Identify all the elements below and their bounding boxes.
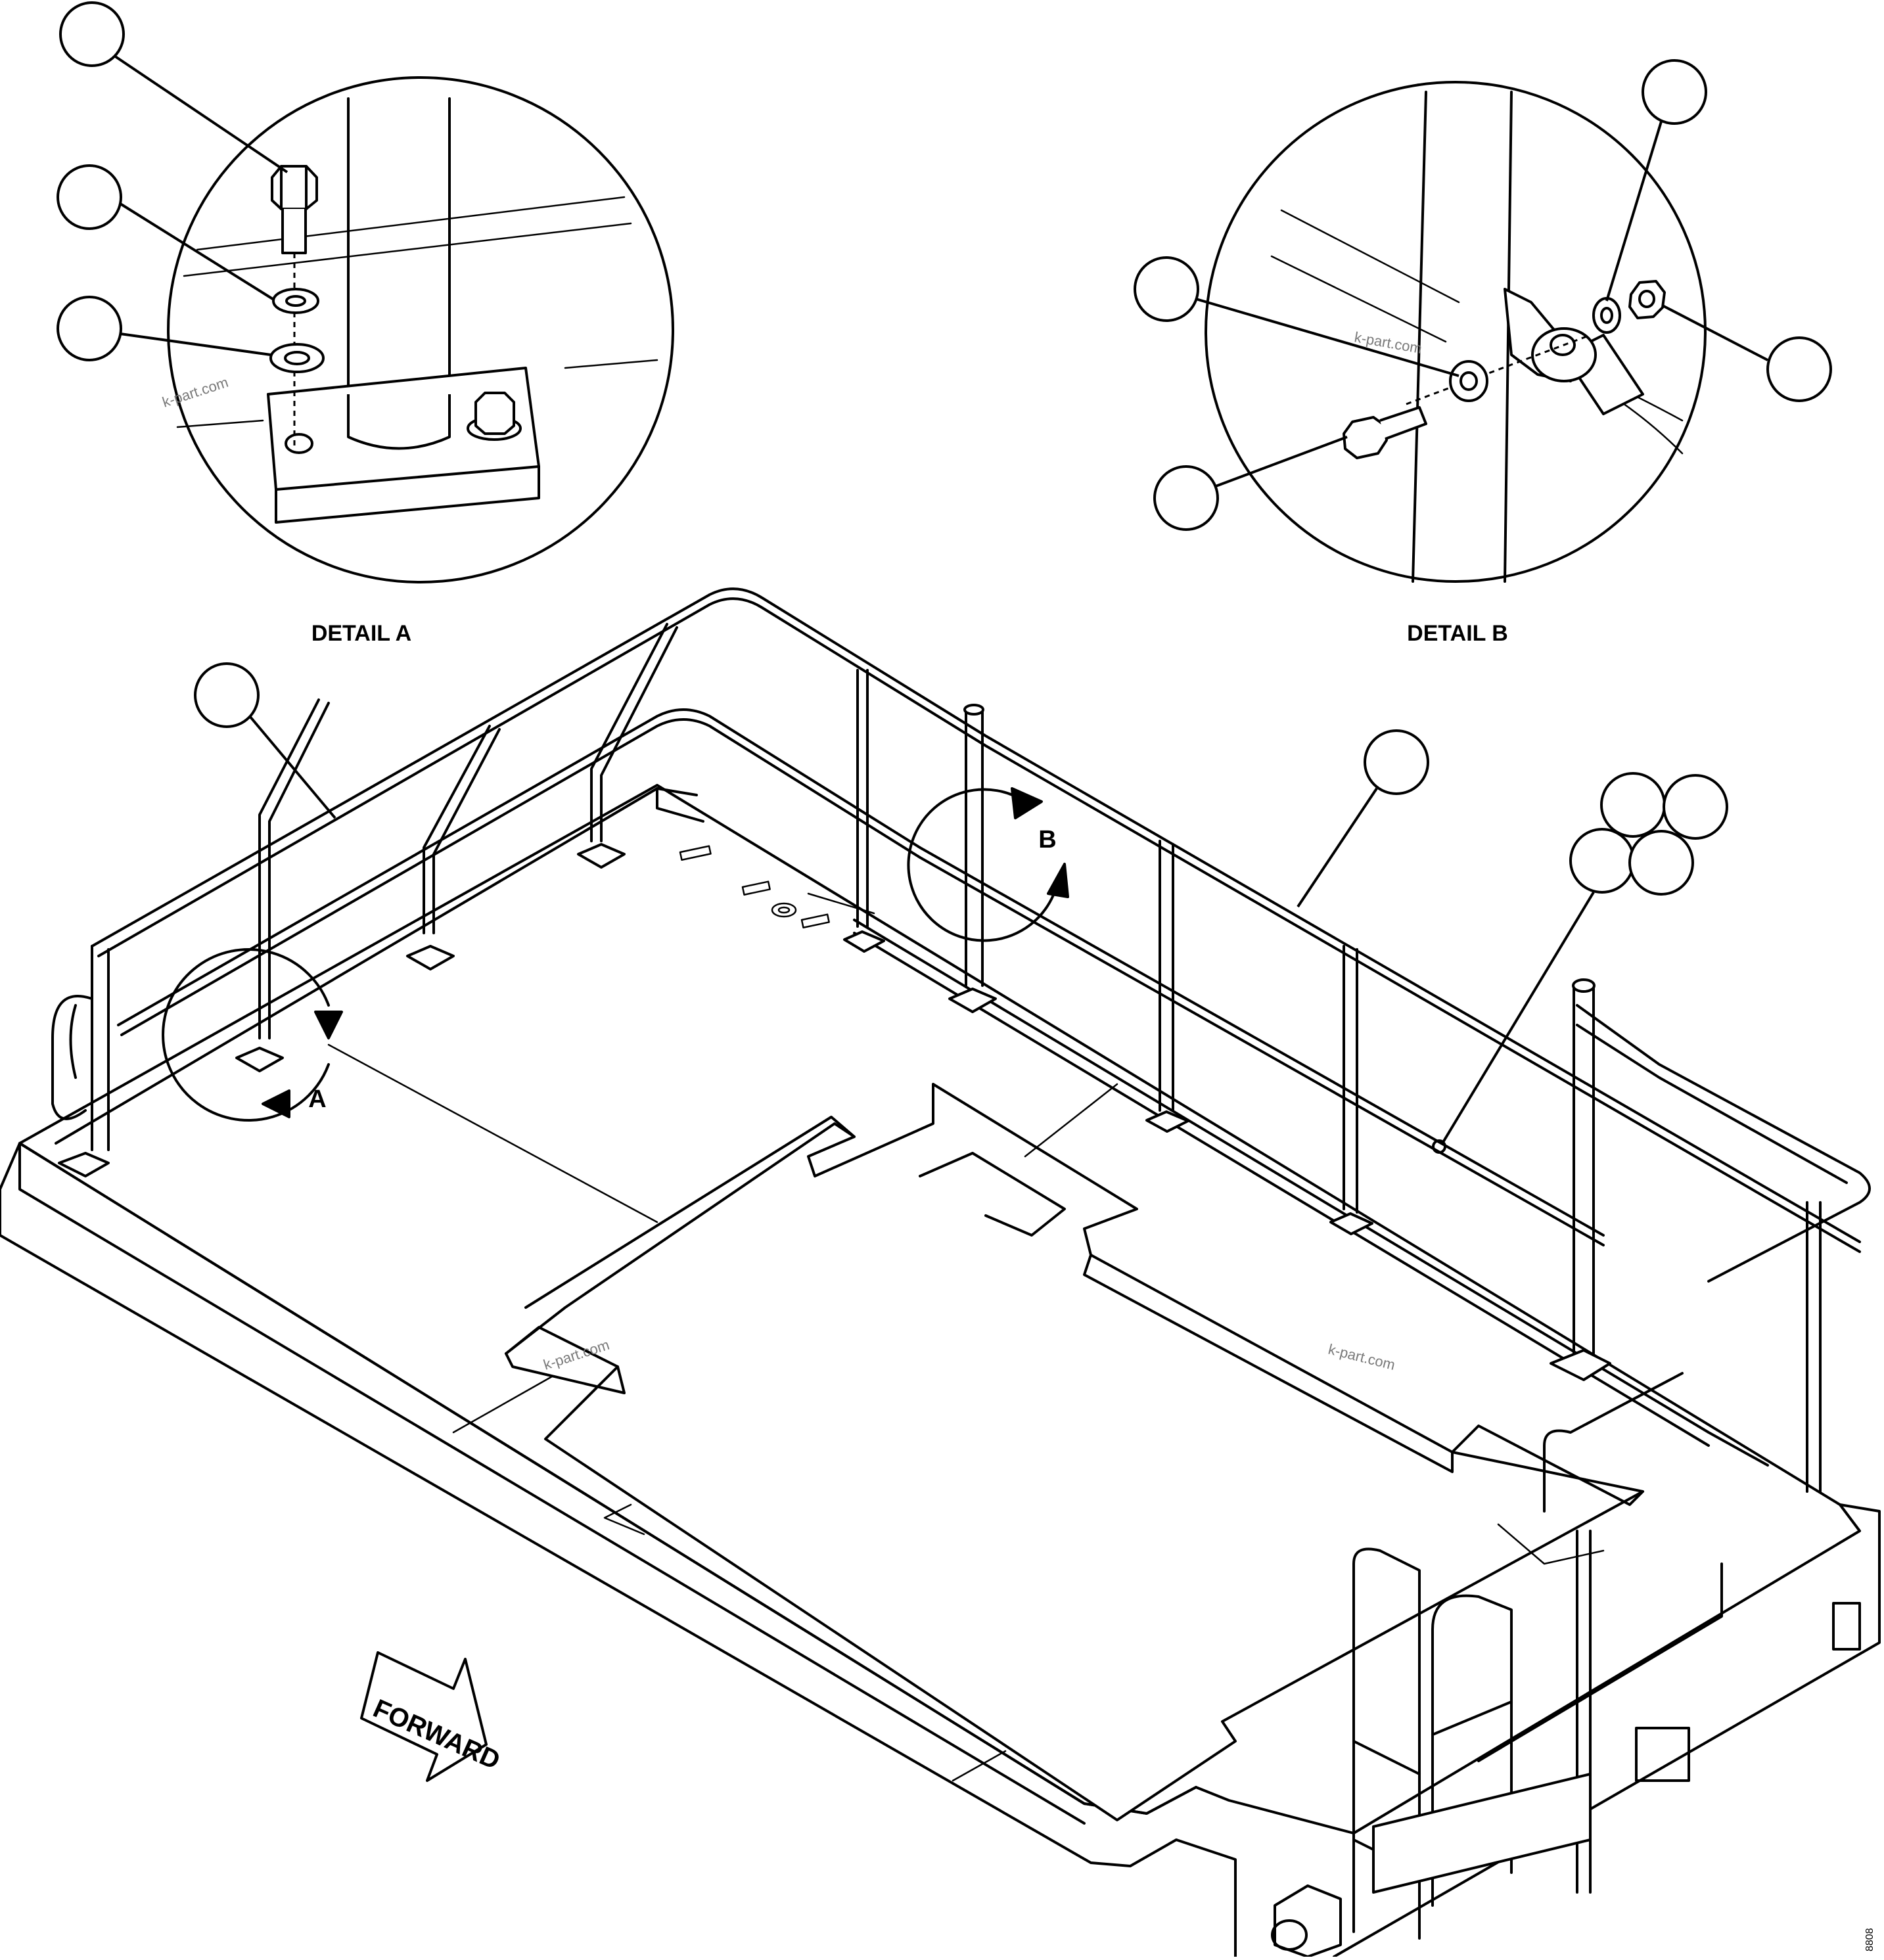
callout-bubble — [194, 662, 260, 728]
callout-bubble — [1663, 774, 1728, 840]
callout-bubble — [1600, 772, 1666, 838]
view-ref-a-letter: A — [308, 1085, 326, 1113]
callout-bubble — [1569, 828, 1635, 894]
watermark-text: k-part.com — [160, 374, 231, 411]
detail-a-boundary — [167, 76, 674, 583]
callout-bubble — [1642, 59, 1707, 125]
callout-bubble — [1364, 729, 1429, 795]
detail-b: k-part.com — [1205, 81, 1707, 583]
detail-b-callouts — [1134, 59, 1832, 531]
main-callouts — [194, 662, 1728, 1154]
callout-bubble — [1766, 336, 1832, 402]
guard-rail-assembly — [51, 587, 1871, 1958]
callout-bubble — [1153, 465, 1219, 531]
callout-bubble — [57, 296, 122, 361]
platform-assembly — [0, 784, 1881, 1958]
callout-bubble — [1628, 830, 1694, 896]
callout-bubble — [59, 1, 125, 67]
forward-arrow: FORWARD — [360, 1651, 504, 1782]
view-ref-a: A — [162, 948, 343, 1122]
detail-b-label: DETAIL B — [1407, 621, 1508, 646]
detail-a-label: DETAIL A — [311, 621, 411, 646]
callout-bubble — [1134, 256, 1199, 322]
watermark-text: k-part.com — [1353, 329, 1423, 357]
detail-b-boundary — [1205, 81, 1707, 583]
drawing-id: 8808 — [1864, 1928, 1875, 1951]
detail-a-callouts — [57, 1, 288, 361]
view-ref-b-letter: B — [1038, 826, 1056, 854]
view-ref-b: B — [907, 787, 1069, 942]
detail-a: k-part.com — [160, 76, 674, 583]
callout-bubble — [57, 164, 122, 230]
